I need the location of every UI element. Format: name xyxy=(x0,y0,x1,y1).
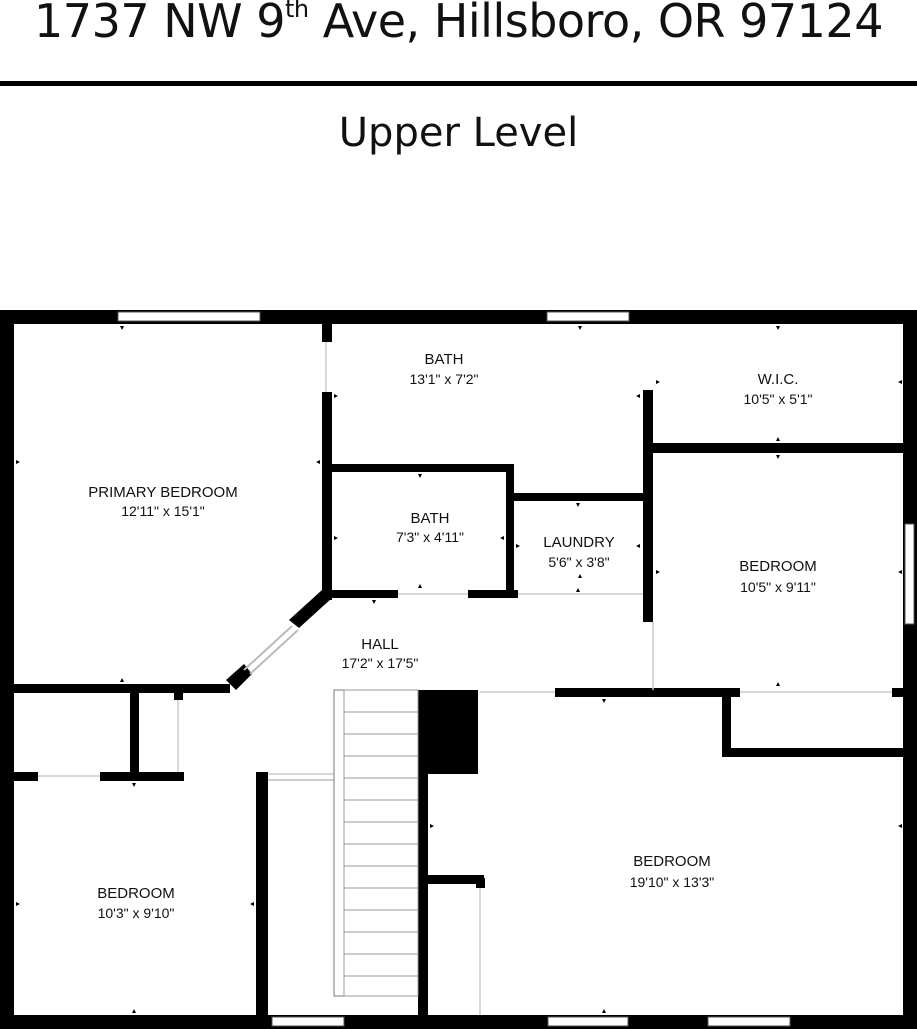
window-bath-north xyxy=(546,311,630,322)
wall-east-bedroom-south xyxy=(555,688,740,697)
wall-small-bath-bottom-b xyxy=(468,590,518,598)
window-south-se-a xyxy=(547,1016,629,1027)
room-bath-small-dims: 7'3" x 4'11" xyxy=(396,529,464,545)
room-bedroom-east-dims: 10'5" x 9'11" xyxy=(740,579,816,595)
hall-diagonal-opening-2 xyxy=(249,629,299,675)
wall-se-closet-east xyxy=(476,878,485,888)
room-hall-name: HALL xyxy=(361,636,399,653)
stair-rail xyxy=(333,689,345,997)
window-east-bedroom xyxy=(904,523,915,625)
stair-body xyxy=(343,689,419,997)
room-primary-bedroom-name: PRIMARY BEDROOM xyxy=(88,484,237,501)
room-bedroom-se-dims: 19'10" x 13'3" xyxy=(630,874,715,890)
room-bath-upper-dims: 13'1" x 7'2" xyxy=(410,371,479,387)
room-laundry-name: LAUNDRY xyxy=(543,534,614,551)
property-address: 1737 NW 9th Ave, Hillsboro, OR 97124 xyxy=(0,0,917,54)
room-wic-name: W.I.C. xyxy=(758,371,799,388)
room-labels: PRIMARY BEDROOM 12'11" x 15'1" BATH 13'1… xyxy=(88,351,817,921)
wall-west xyxy=(0,310,14,1029)
level-title: Upper Level xyxy=(338,110,579,156)
wall-small-bath-top xyxy=(330,464,514,472)
window-south-sw xyxy=(271,1016,345,1027)
room-hall-dims: 17'2" x 17'5" xyxy=(342,655,419,671)
openings xyxy=(38,342,892,1015)
chimney-block xyxy=(418,690,478,774)
wall-east-bedroom-south-b xyxy=(892,688,912,697)
wall-small-bath-east xyxy=(506,464,514,598)
wall-east xyxy=(903,310,917,1029)
wall-closet-south-b xyxy=(100,772,184,781)
window-primary-north xyxy=(117,311,261,322)
wall-hall-diagonal-lower xyxy=(226,664,252,690)
wall-hall-diagonal xyxy=(289,590,332,628)
hall-diagonal-opening xyxy=(243,625,293,671)
address-rest: Ave, Hillsboro, OR 97124 xyxy=(308,0,884,48)
header-divider xyxy=(0,81,917,86)
staircase xyxy=(268,689,419,997)
dimension-markers xyxy=(16,326,902,1013)
walls xyxy=(0,310,917,1029)
room-bedroom-east-name: BEDROOM xyxy=(739,558,817,575)
wall-wic-bottom xyxy=(650,443,908,453)
wall-closet-divider-a xyxy=(130,688,139,778)
room-wic-dims: 10'5" x 5'1" xyxy=(744,391,813,407)
wall-closet-south-a xyxy=(8,772,38,781)
address-number: 1737 NW 9 xyxy=(34,0,286,48)
wall-closet-divider-b xyxy=(174,688,183,700)
room-primary-bedroom-dims: 12'11" x 15'1" xyxy=(121,503,205,519)
wall-small-bath-bottom-a xyxy=(330,590,398,598)
stair-treads xyxy=(344,711,418,977)
wall-laundry-top xyxy=(512,493,646,501)
wall-primary-east-upper xyxy=(322,322,332,342)
room-bath-small-name: BATH xyxy=(411,510,450,527)
room-bath-upper-name: BATH xyxy=(425,351,464,368)
room-bedroom-sw-dims: 10'3" x 9'10" xyxy=(98,905,175,921)
wall-primary-south xyxy=(8,684,230,693)
room-laundry-dims: 5'6" x 3'8" xyxy=(548,554,609,570)
wall-sw-bedroom-east xyxy=(256,772,268,1022)
wall-closet-west xyxy=(722,688,731,756)
room-bedroom-se-name: BEDROOM xyxy=(633,853,711,870)
wall-se-closet-top xyxy=(426,875,484,884)
wall-closet-bottom xyxy=(722,748,912,757)
windows xyxy=(117,311,915,1027)
room-bedroom-sw-name: BEDROOM xyxy=(97,885,175,902)
address-ordinal: th xyxy=(285,0,309,23)
wall-south xyxy=(0,1015,917,1029)
wall-primary-east xyxy=(322,392,332,600)
wall-wic-west xyxy=(643,390,653,622)
wall-se-bedroom-west xyxy=(418,770,428,1020)
window-south-se-b xyxy=(707,1016,791,1027)
